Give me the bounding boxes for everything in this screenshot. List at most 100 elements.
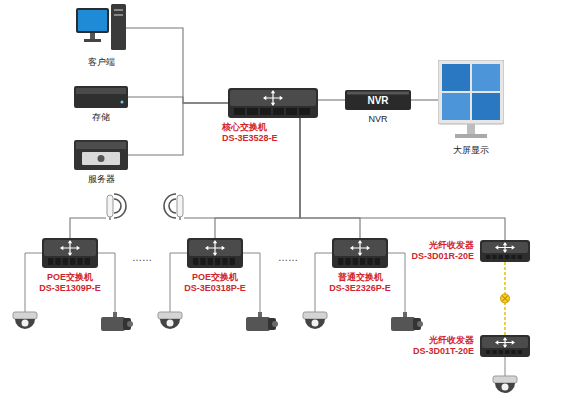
antenna-foot [109,217,111,220]
port [63,258,68,265]
switch-arrows [496,243,514,252]
antenna-foot [179,217,181,220]
display-tile [442,93,470,120]
switch-top [189,240,241,256]
dome-camera-cover [160,319,180,329]
camera-cable [25,253,42,312]
port [208,258,213,265]
network-cable [128,103,228,155]
model-label: DS-3D01R-20E [411,251,474,262]
network-cable [411,99,438,100]
port [518,255,522,259]
device-label: NVR [367,95,388,106]
device-icon [76,4,126,52]
camera-cable [170,253,187,312]
storage-top [76,88,126,94]
switch-arrowheads [205,240,225,256]
switch-arrows [264,91,282,105]
port [518,350,522,354]
port [215,258,220,265]
monitor-frame [76,8,109,33]
device-node: 大屏显示 [438,60,504,140]
switch-body [228,88,318,118]
box-camera-body [101,317,125,331]
switch-arrowheads [350,240,370,256]
device-label: 核心交换机 [222,122,267,133]
display-tile [472,64,500,91]
camera-cable [388,253,405,312]
switch-arrowheads [495,337,515,348]
ellipsis-label: …… [132,252,152,263]
network-cable [70,118,300,238]
model-label: DS-3E0318P-E [184,283,246,294]
camera-mount [113,312,117,317]
dome-camera-base [158,312,182,319]
wireless-wave [169,199,176,213]
antenna [177,195,183,217]
port [193,258,198,265]
switch-body [42,238,98,268]
device-icon [438,60,504,140]
device-icon [480,335,530,357]
display-tile [442,64,470,91]
model-label: DS-3E3528-E [222,133,278,144]
dome-camera-base [493,376,517,383]
port [486,255,490,259]
port [505,255,509,259]
camera-cable [98,253,115,312]
model-label: DS-3E1309P-E [39,283,101,294]
wireless-wave [114,199,121,213]
device-label: 服务器 [88,174,115,185]
device-label: POE交换机 [192,272,238,283]
device-icon [187,238,243,268]
device-node: POE交换机DS-3E1309P-E [42,238,98,268]
dome-camera-cover [495,383,515,393]
storage-body [74,86,128,108]
box-camera-glass [127,321,133,327]
port [499,255,503,259]
display-base [455,134,487,138]
dome-camera-cover [15,319,35,329]
port [492,350,496,354]
port [505,350,509,354]
camera-mount [258,312,262,317]
network-cable [126,28,228,103]
device-label: 大屏显示 [453,145,489,156]
pc-tower [111,4,126,50]
port [200,258,205,265]
drive-slot [114,9,123,11]
dome-camera-cover [305,319,325,329]
switch-arrowheads [60,240,80,256]
network-cable [318,99,345,100]
switch-arrows [351,241,369,255]
port [511,255,515,259]
port [367,258,372,265]
antenna [107,195,113,217]
device-node: 光纤收发器DS-3D01T-20E [480,335,530,357]
display-tile [472,93,500,120]
switch-body [187,238,243,268]
device-icon [42,238,98,268]
port [511,350,515,354]
nvr-top [347,92,409,95]
wireless-wave [164,194,176,218]
switch-top [230,90,316,106]
port [486,350,490,354]
camera-cable [505,357,506,376]
dome-camera-lens [22,320,29,327]
port [345,258,350,265]
monitor-stand [90,33,95,39]
port [338,258,343,265]
dome-camera-base [303,312,327,319]
camera-cable [315,253,332,312]
model-label: DS-3D01T-20E [413,346,474,357]
device-node: 普通交换机DS-3E2326P-E [332,238,388,268]
port [234,108,245,115]
network-cable [215,118,300,238]
port [492,255,496,259]
model-label: NVR [368,114,387,125]
switch-body [480,240,530,262]
port [247,108,258,115]
wireless-wave [114,194,126,218]
